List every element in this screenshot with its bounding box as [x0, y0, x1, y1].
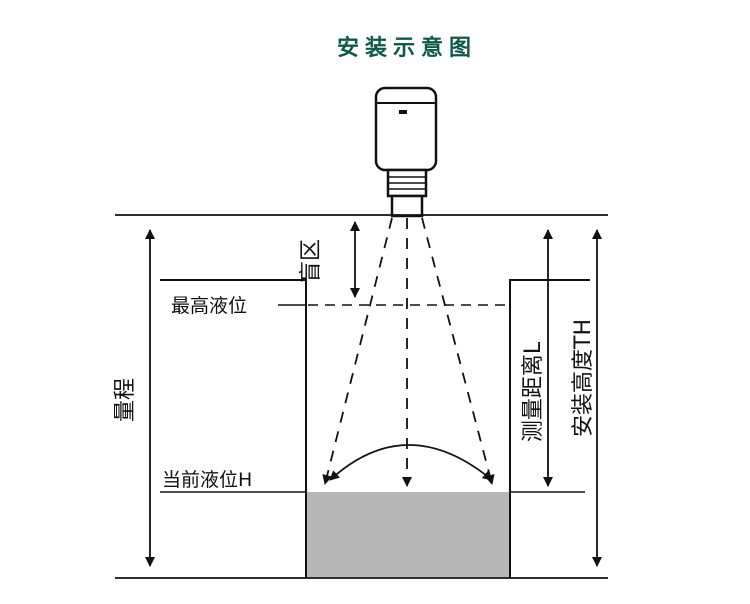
- wave-arc: [329, 444, 493, 481]
- current-level-label: 当前液位H: [162, 469, 252, 491]
- measure-distance-label: 测量距离L: [521, 341, 546, 442]
- max-level-label: 最高液位: [171, 295, 247, 317]
- diagram-title: 安装示意图: [337, 35, 477, 61]
- range-label: 量程: [113, 378, 138, 422]
- blind-zone-label: 盲区: [299, 239, 324, 283]
- sonic-beams: [322, 217, 495, 487]
- install-height-label: 安装高度TH: [571, 319, 596, 437]
- liquid-fill: [307, 492, 509, 577]
- ultrasonic-sensor: [374, 86, 438, 218]
- tank: [160, 279, 590, 578]
